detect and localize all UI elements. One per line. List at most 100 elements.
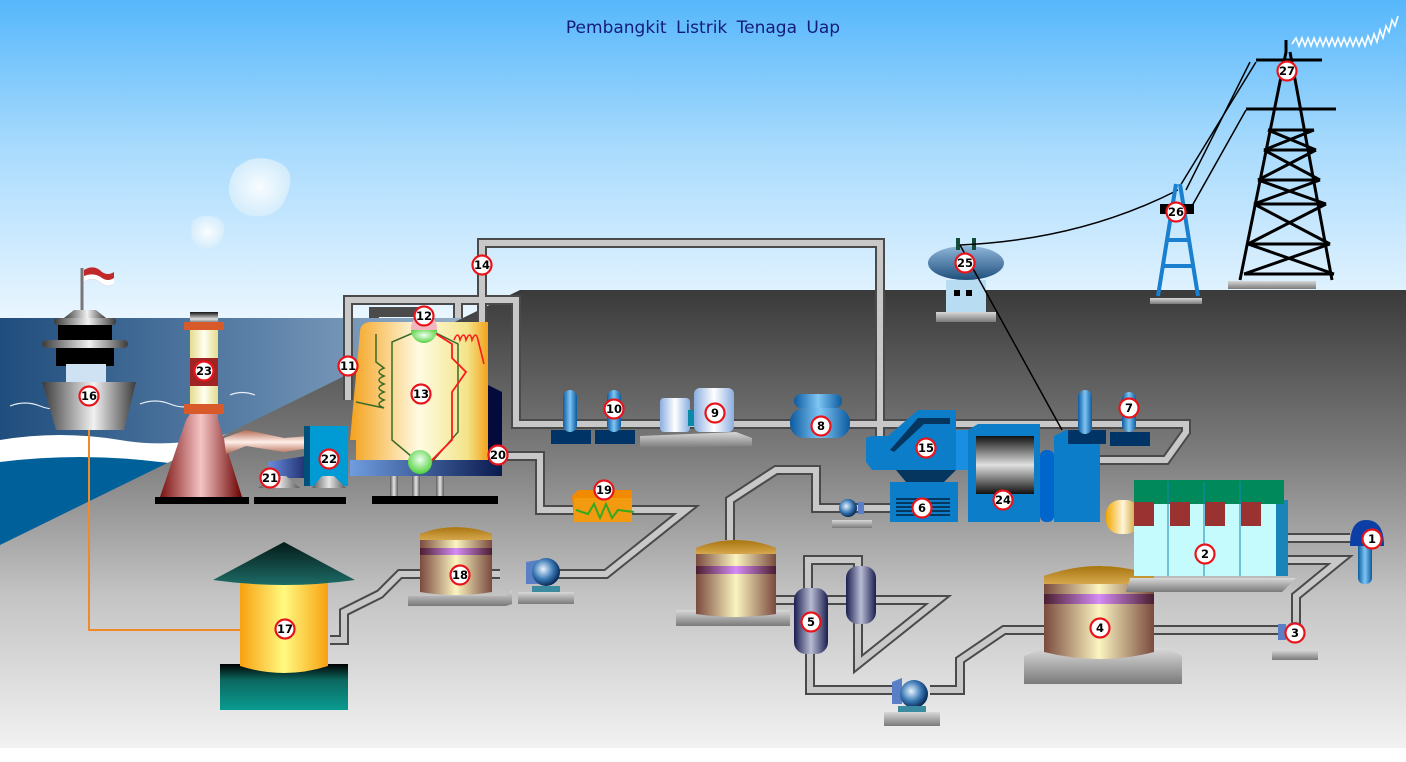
badge-circle	[603, 398, 625, 420]
coal-conveyor-line	[88, 396, 240, 631]
transformer	[928, 238, 1004, 322]
badge-circle	[78, 385, 100, 407]
badge-reheater[interactable]: 11	[337, 355, 359, 377]
badge-precipitator[interactable]: 22	[318, 448, 340, 470]
badge-number: 15	[918, 441, 934, 455]
badge-number: 6	[918, 501, 926, 515]
badge-circle	[487, 444, 509, 466]
badge-circle	[954, 252, 976, 274]
badge-circle	[1361, 528, 1383, 550]
badge-number: 12	[416, 309, 432, 323]
badge-number: 14	[474, 258, 490, 272]
economizer-unit	[572, 490, 635, 522]
badge-high-pressure-turbine[interactable]: 9	[704, 402, 726, 424]
badge-steam-drum[interactable]: 12	[413, 305, 435, 327]
badge-number: 2	[1201, 547, 1209, 561]
power-lines	[959, 61, 1257, 431]
badge-circle	[800, 611, 822, 633]
feed-water-tank	[408, 527, 512, 606]
badge-low-pressure-turbine[interactable]: 15	[915, 437, 937, 459]
badge-boiler[interactable]: 13	[410, 383, 432, 405]
badge-feed-pump-motor[interactable]: 6	[911, 497, 933, 519]
badge-low-pressure-heater[interactable]: 5	[800, 611, 822, 633]
badge-circle	[915, 437, 937, 459]
badge-circle	[337, 355, 359, 377]
badge-circle	[259, 467, 281, 489]
badge-transformer[interactable]: 25	[954, 252, 976, 274]
badge-coal-silo[interactable]: 17	[274, 618, 296, 640]
badge-circle	[1089, 617, 1111, 639]
badge-economizer[interactable]: 19	[593, 479, 615, 501]
badge-number: 10	[606, 402, 622, 416]
badge-number: 7	[1125, 401, 1133, 415]
badge-number: 3	[1291, 626, 1299, 640]
feed-pump	[518, 558, 574, 604]
badge-circle	[1194, 543, 1216, 565]
badge-cooling-water-intake[interactable]: 1	[1361, 528, 1383, 550]
smoke-cloud-large	[228, 158, 291, 217]
badge-ash-hopper[interactable]: 21	[259, 467, 281, 489]
component-badges: 1234567891011121314151617181920212223242…	[78, 60, 1383, 644]
badge-circle	[810, 415, 832, 437]
boiler-unit	[350, 315, 502, 504]
badge-number: 17	[277, 622, 293, 636]
badge-number: 8	[817, 419, 825, 433]
badge-number: 23	[196, 364, 212, 378]
badge-number: 19	[596, 483, 612, 497]
condensate-tank	[1024, 566, 1182, 684]
badge-number: 25	[957, 256, 973, 270]
transmission-tower	[1228, 40, 1336, 289]
badge-circle	[1276, 60, 1298, 82]
badge-number: 9	[711, 406, 719, 420]
badge-coal-ship[interactable]: 16	[78, 385, 100, 407]
badge-number: 5	[807, 615, 815, 629]
badge-number: 4	[1096, 621, 1104, 635]
badge-steam-valve[interactable]: 10	[603, 398, 625, 420]
badge-number: 18	[452, 568, 468, 582]
badge-feed-water-tank[interactable]: 18	[449, 564, 471, 586]
badge-switchyard-pole[interactable]: 26	[1165, 201, 1187, 223]
badge-circle	[1284, 622, 1306, 644]
badge-number: 26	[1168, 205, 1184, 219]
boiler-feed-pump	[832, 499, 872, 528]
badge-lp-valve[interactable]: 7	[1118, 397, 1140, 419]
badge-number: 1	[1368, 532, 1376, 546]
badge-intermediate-turbine[interactable]: 8	[810, 415, 832, 437]
badge-main-steam-pipe[interactable]: 14	[471, 254, 493, 276]
badge-transmission-tower[interactable]: 27	[1276, 60, 1298, 82]
badge-number: 27	[1279, 64, 1295, 78]
badge-circle	[911, 497, 933, 519]
badge-circle	[449, 564, 471, 586]
badge-number: 22	[321, 452, 337, 466]
badge-condensate-tank[interactable]: 4	[1089, 617, 1111, 639]
badge-number: 21	[262, 471, 278, 485]
badge-circle	[318, 448, 340, 470]
badge-circle	[992, 489, 1014, 511]
page-title: Pembangkit Listrik Tenaga Uap	[565, 18, 841, 38]
badge-circle	[193, 360, 215, 382]
condenser	[1106, 480, 1296, 592]
badge-circle	[410, 383, 432, 405]
flue-duct	[224, 430, 310, 454]
coal-silo	[213, 542, 355, 710]
badge-condenser[interactable]: 2	[1194, 543, 1216, 565]
sky	[0, 0, 1406, 330]
badge-circle	[593, 479, 615, 501]
badge-circle	[1165, 201, 1187, 223]
badge-number: 24	[995, 493, 1011, 507]
badge-number: 20	[490, 448, 506, 462]
badge-circle	[274, 618, 296, 640]
main-condensate-pump	[884, 678, 940, 726]
badge-water-wall-inlet[interactable]: 20	[487, 444, 509, 466]
lightning-wire	[1291, 15, 1399, 49]
deaerator-tank	[676, 540, 790, 626]
badge-number: 13	[413, 387, 429, 401]
lp-heaters	[794, 566, 876, 654]
badge-circle	[413, 305, 435, 327]
badge-generator[interactable]: 24	[992, 489, 1014, 511]
smoke-cloud-small	[191, 215, 225, 249]
badge-circle	[1118, 397, 1140, 419]
badge-chimney[interactable]: 23	[193, 360, 215, 382]
badge-condensate-pump[interactable]: 3	[1284, 622, 1306, 644]
